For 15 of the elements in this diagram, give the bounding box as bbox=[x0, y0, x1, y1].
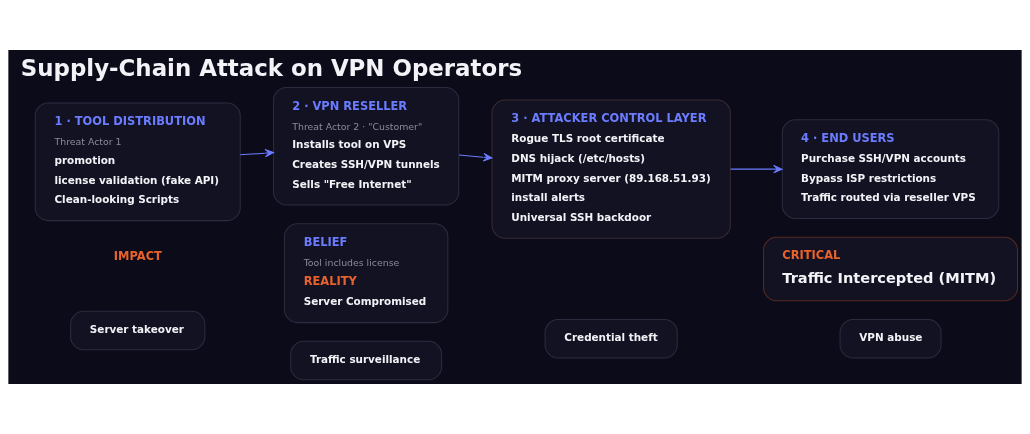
node-box: VPN abuse bbox=[839, 318, 942, 359]
arrow bbox=[730, 164, 783, 174]
node-box: BELIEF Tool includes license REALITY Server Compromised bbox=[283, 223, 449, 324]
node-box: 1 · TOOL DISTRIBUTION Threat Actor 1 promotion license validation (fake API) Clean-looking Scripts bbox=[34, 102, 241, 222]
diagram-title: Supply-Chain Attack on VPN Operators bbox=[20, 54, 523, 81]
node-box: CRITICAL Traffic Intercepted (MITM) bbox=[763, 236, 1018, 302]
node-box: Server takeover bbox=[70, 310, 206, 351]
node-box: 2 · VPN RESELLER Threat Actor 2 · "Customer" Installs tool on VPS Creates SSH/VPN tunnels Sells "Free Internet" bbox=[273, 86, 460, 206]
arrow bbox=[239, 148, 275, 158]
node-box: Credential theft bbox=[544, 318, 678, 359]
arrow bbox=[458, 152, 493, 162]
node-box: 3 · ATTACKER CONTROL LAYER Rogue TLS root certificate DNS hijack (/etc/hosts) MITM proxy server (89.168.51.93) install alerts Universal SSH backdoor bbox=[491, 99, 731, 239]
label: IMPACT bbox=[113, 249, 162, 264]
node-box: 4 · END USERS Purchase SSH/VPN accounts Bypass ISP restrictions Traffic routed via reseller VPS bbox=[781, 119, 1000, 220]
node-box: Traffic surveillance bbox=[290, 340, 443, 381]
